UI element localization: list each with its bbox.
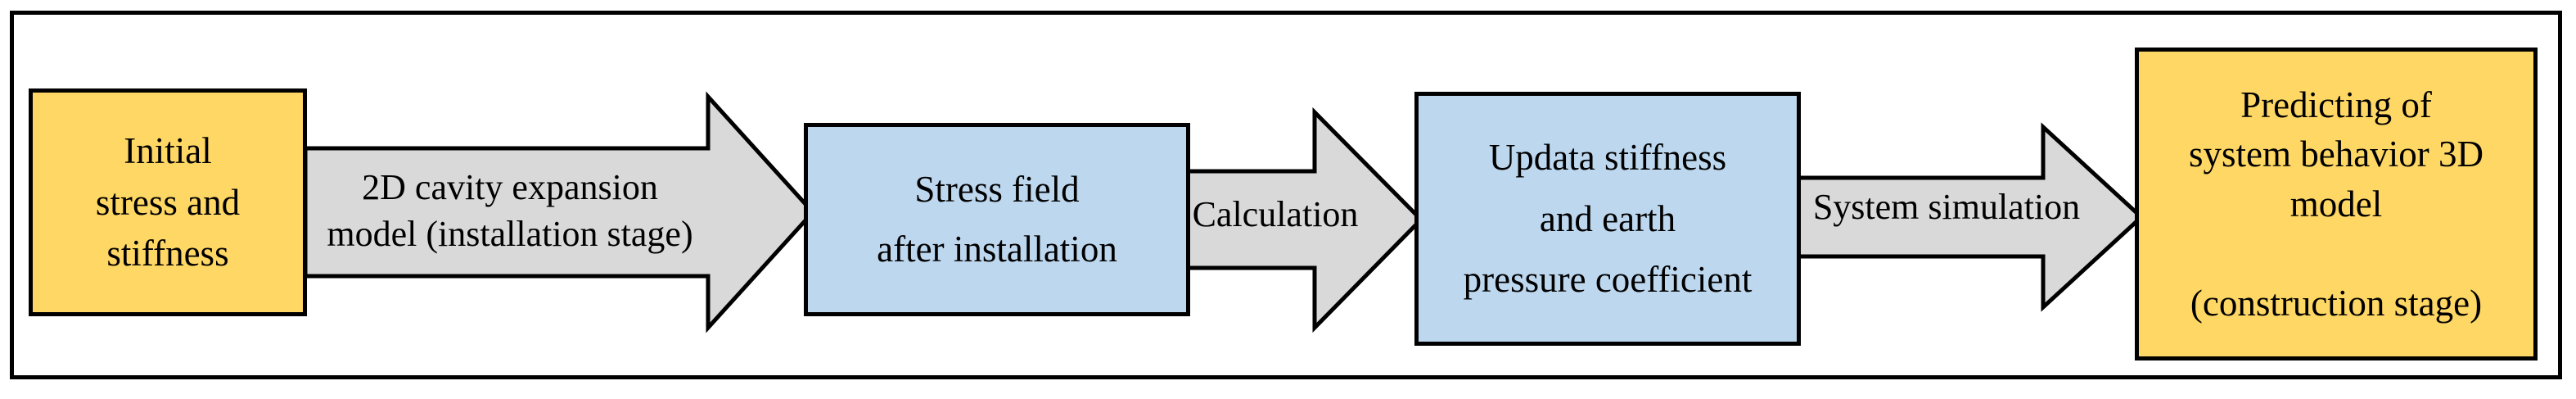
node-updata-stiffness-and-earth-pressure-coefficient[interactable]: Updata stiffness and earth pressure coef…	[1414, 92, 1801, 346]
node-text-line: stiffness	[106, 233, 229, 274]
arrow-2d-cavity-expansion: 2D cavity expansion model (installation …	[303, 91, 816, 333]
node-text-line: and earth	[1539, 197, 1676, 239]
block-arrow-polygon	[1183, 107, 1424, 333]
node-text-line: system behavior 3D	[2189, 134, 2484, 175]
arrow-system-simulation: System simulation	[1795, 122, 2145, 312]
block-arrow-shape	[1183, 107, 1424, 333]
node-stress-field-after-installation[interactable]: Stress field after installation	[804, 123, 1190, 316]
node-text-line: Stress field	[914, 169, 1080, 211]
diagram-outer-frame	[10, 11, 2562, 379]
node-text-line: stress and	[95, 181, 241, 223]
node-text-line: model	[2290, 183, 2383, 224]
node-text-line: Updata stiffness	[1488, 137, 1727, 179]
block-arrow-shape	[1795, 122, 2145, 312]
node-text-line: Predicting of	[2240, 84, 2432, 125]
node-text-line: after installation	[877, 229, 1117, 270]
node-text-line: (construction stage)	[2190, 282, 2483, 324]
block-arrow-polygon	[1795, 122, 2145, 312]
block-arrow-polygon	[303, 91, 816, 333]
node-initial-stress-and-stiffness[interactable]: Initial stress and stiffness	[29, 88, 307, 316]
node-text-line: Initial	[124, 130, 212, 172]
arrow-calculation: Calculation	[1183, 107, 1424, 333]
block-arrow-shape	[303, 91, 816, 333]
node-predicting-system-behavior-3d-model[interactable]: Predicting of system behavior 3D model (…	[2135, 48, 2538, 360]
node-text-line: pressure coefficient	[1463, 259, 1753, 301]
